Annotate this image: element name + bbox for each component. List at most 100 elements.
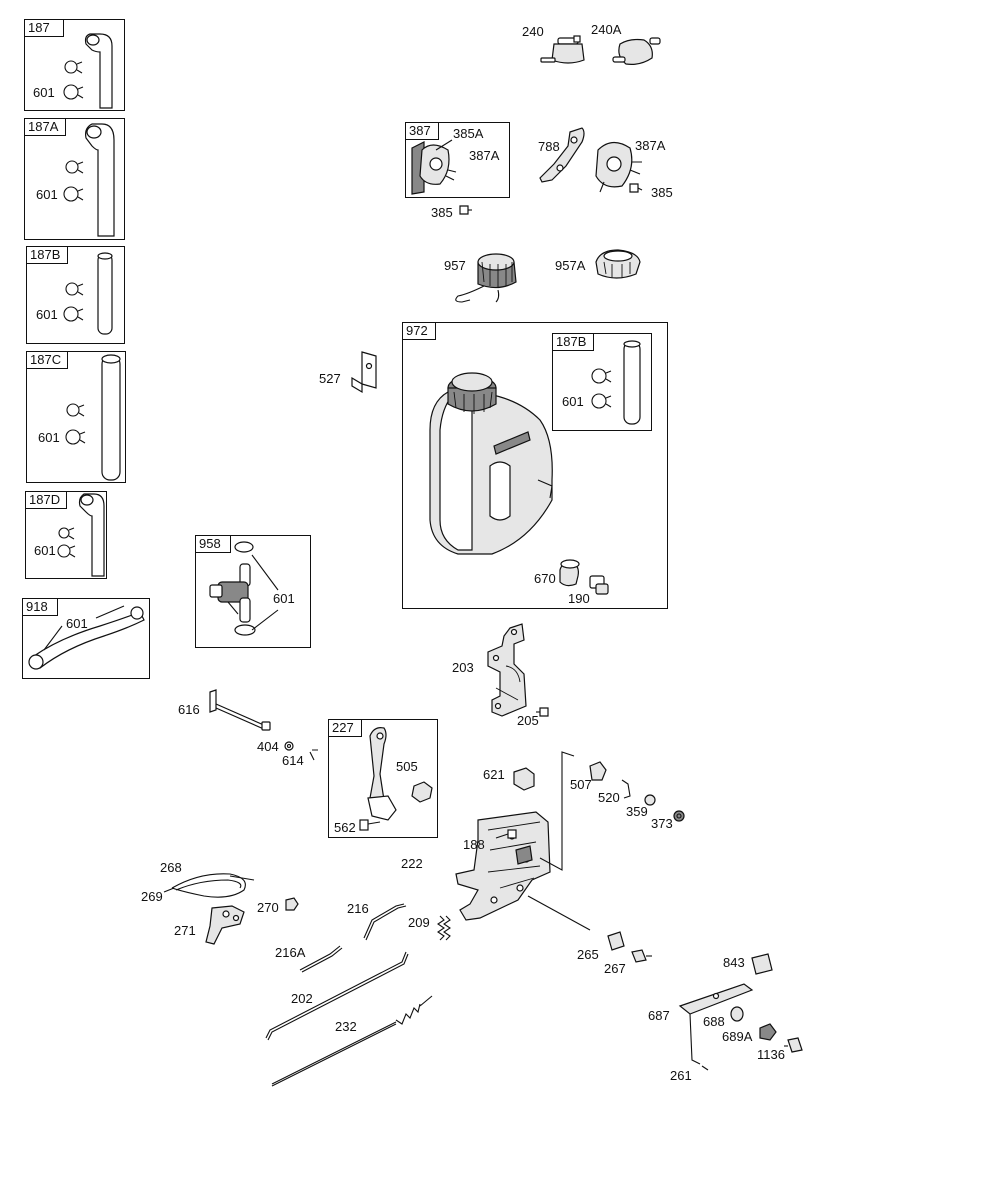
part-187a-clamp-lower[interactable] (63, 186, 84, 202)
part-271-cable-bracket[interactable] (205, 905, 245, 945)
part-616-rod[interactable] (209, 689, 271, 731)
part-268-cable[interactable] (171, 873, 255, 898)
label-562[interactable]: 562 (334, 820, 356, 835)
part-187-clamp-lower[interactable] (63, 84, 84, 100)
label-261[interactable]: 261 (670, 1068, 692, 1083)
part-373-nut[interactable] (673, 810, 685, 822)
label-270[interactable]: 270 (257, 900, 279, 915)
label-240a[interactable]: 240A (591, 22, 622, 37)
part-187d-clamp-lower[interactable] (57, 544, 76, 558)
label-232[interactable]: 232 (335, 1019, 357, 1034)
label-957[interactable]: 957 (444, 258, 466, 273)
part-972-clamp-lower[interactable] (591, 393, 612, 409)
part-689a-nut[interactable] (759, 1023, 777, 1041)
label-216[interactable]: 216 (347, 901, 369, 916)
part-187a-tube[interactable] (85, 123, 115, 237)
part-187b-tube[interactable] (97, 252, 113, 335)
part-387a-fuel-pump[interactable] (595, 141, 642, 193)
part-216a-link[interactable] (299, 945, 343, 973)
part-507-nut[interactable] (589, 761, 607, 781)
label-527[interactable]: 527 (319, 371, 341, 386)
part-187-tube[interactable] (84, 33, 113, 109)
label-190[interactable]: 190 (568, 591, 590, 606)
part-1136-screw[interactable] (784, 1037, 803, 1053)
part-216-link[interactable] (363, 903, 407, 941)
part-187-clamp-upper[interactable] (64, 60, 83, 74)
part-972-clamp-upper[interactable] (591, 368, 612, 384)
part-187b-clamp-upper[interactable] (65, 282, 84, 296)
label-385a[interactable]: 385A (453, 126, 484, 141)
part-269-cable-end[interactable] (163, 887, 175, 893)
part-202-rod[interactable] (265, 951, 409, 1041)
part-688-washer[interactable] (730, 1006, 744, 1022)
part-788-bracket[interactable] (539, 127, 585, 183)
part-261-pin[interactable] (701, 1065, 709, 1071)
label-601-group-187c[interactable]: 601 (38, 430, 60, 445)
label-269[interactable]: 269 (141, 889, 163, 904)
part-187c-clamp-upper[interactable] (66, 403, 85, 417)
part-527-bracket[interactable] (351, 351, 377, 394)
label-688[interactable]: 688 (703, 1014, 725, 1029)
label-202[interactable]: 202 (291, 991, 313, 1006)
part-222-control-bracket[interactable] (455, 751, 591, 931)
part-670-grommet[interactable] (559, 559, 580, 587)
label-670[interactable]: 670 (534, 571, 556, 586)
part-187d-clamp-upper[interactable] (58, 527, 75, 540)
label-359[interactable]: 359 (626, 804, 648, 819)
part-520-clip[interactable] (621, 779, 631, 799)
label-188[interactable]: 188 (463, 837, 485, 852)
part-387-fuel-pump[interactable] (411, 139, 457, 195)
label-614[interactable]: 614 (282, 753, 304, 768)
part-957-fuel-cap[interactable] (455, 253, 517, 303)
label-203[interactable]: 203 (452, 660, 474, 675)
part-972-187b-tube[interactable] (623, 340, 641, 425)
part-265-clip[interactable] (607, 931, 625, 951)
part-240a-fuel-filter[interactable] (612, 37, 661, 65)
part-187b-clamp-lower[interactable] (63, 306, 84, 322)
part-187d-tube[interactable] (78, 493, 105, 577)
part-205-screw[interactable] (536, 707, 549, 717)
label-385[interactable]: 385 (651, 185, 673, 200)
label-267[interactable]: 267 (604, 961, 626, 976)
label-601-group-187[interactable]: 601 (33, 85, 55, 100)
part-843-knob[interactable] (751, 953, 773, 975)
part-270-nut[interactable] (285, 897, 299, 911)
label-222[interactable]: 222 (401, 856, 423, 871)
part-359-washer[interactable] (644, 794, 656, 806)
part-562-screw[interactable] (359, 819, 381, 831)
part-687-lever[interactable] (678, 983, 754, 1065)
label-216a[interactable]: 216A (275, 945, 306, 960)
part-190-fitting[interactable] (589, 575, 609, 595)
part-957a-fuel-cap[interactable] (595, 249, 641, 279)
part-188-screw[interactable] (495, 829, 517, 839)
label-387a[interactable]: 387A (635, 138, 666, 153)
label-621[interactable]: 621 (483, 767, 505, 782)
label-373[interactable]: 373 (651, 816, 673, 831)
part-187c-clamp-lower[interactable] (65, 429, 86, 445)
label-507[interactable]: 507 (570, 777, 592, 792)
label-601-group-972[interactable]: 601 (562, 394, 584, 409)
label-788[interactable]: 788 (538, 139, 560, 154)
label-601-group-187b[interactable]: 601 (36, 307, 58, 322)
label-387a-inner[interactable]: 387A (469, 148, 500, 163)
part-621-clip[interactable] (513, 767, 535, 791)
label-1136[interactable]: 1136 (757, 1047, 785, 1062)
label-601-group-187d[interactable]: 601 (34, 543, 56, 558)
label-616[interactable]: 616 (178, 702, 200, 717)
part-972-fuel-tank[interactable] (429, 372, 553, 555)
part-404-washer[interactable] (284, 741, 294, 751)
label-240[interactable]: 240 (522, 24, 544, 39)
part-918-fuel-line[interactable] (28, 605, 145, 670)
label-601-group-918[interactable]: 601 (66, 616, 88, 631)
label-404[interactable]: 404 (257, 739, 279, 754)
label-520[interactable]: 520 (598, 790, 620, 805)
label-205[interactable]: 205 (517, 713, 539, 728)
label-268[interactable]: 268 (160, 860, 182, 875)
label-689a[interactable]: 689A (722, 1029, 753, 1044)
part-187c-tube[interactable] (101, 354, 121, 481)
part-267-screw[interactable] (631, 949, 652, 963)
part-505-nut[interactable] (411, 781, 433, 803)
label-271[interactable]: 271 (174, 923, 196, 938)
part-385-screw[interactable] (629, 183, 643, 193)
label-505[interactable]: 505 (396, 759, 418, 774)
